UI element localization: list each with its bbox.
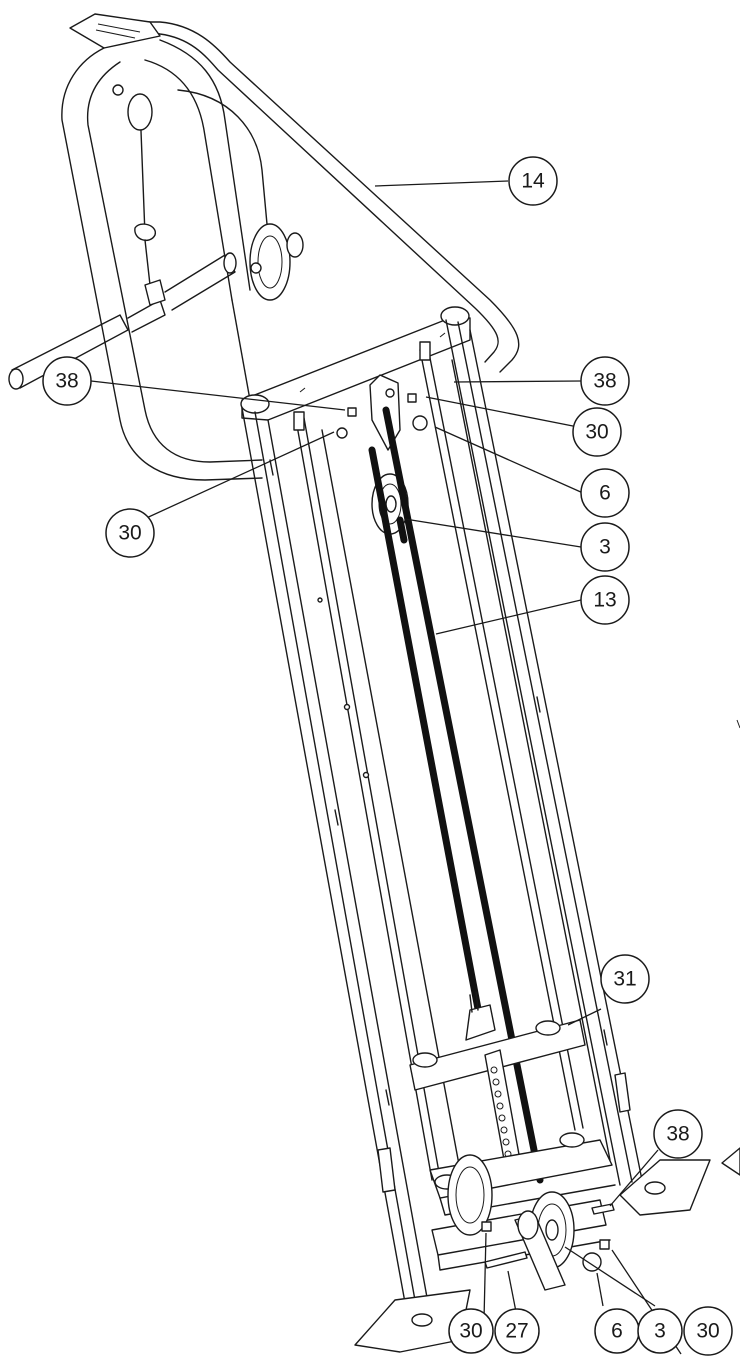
callout-30-left: 30 (105, 508, 155, 558)
callout-label: 38 (666, 1123, 689, 1146)
callout-label: 30 (459, 1320, 482, 1343)
callout-label: 38 (593, 370, 616, 393)
callout-6-bottom: 6 (594, 1308, 640, 1354)
callout-label: 30 (118, 522, 141, 545)
callout-30-bottom-right: 30 (683, 1306, 733, 1356)
callout-38-left: 38 (42, 356, 92, 406)
callout-label: 31 (613, 968, 636, 991)
callout-13: 13 (580, 575, 630, 625)
callout-6-top: 6 (580, 468, 630, 518)
callout-label: 3 (654, 1320, 666, 1343)
callout-label: 6 (611, 1320, 623, 1343)
callout-3-top: 3 (580, 522, 630, 572)
callout-label: 3 (599, 536, 611, 559)
callout-label: 14 (521, 170, 545, 193)
weight-carriage (409, 991, 586, 1166)
leader-lines (90, 180, 682, 1355)
callout-30-right: 30 (572, 407, 622, 457)
callout-3-bottom: 3 (637, 1308, 683, 1354)
callout-label: 30 (585, 421, 608, 444)
callout-label: 6 (599, 482, 611, 505)
callout-31: 31 (600, 954, 650, 1004)
callout-38-bottom: 38 (653, 1109, 703, 1159)
callout-30-bottom-left: 30 (448, 1308, 494, 1354)
callout-38-right: 38 (580, 356, 630, 406)
callout-label: 27 (505, 1320, 528, 1343)
callout-27: 27 (494, 1308, 540, 1354)
callout-label: 13 (593, 589, 616, 612)
callout-label: 38 (55, 370, 78, 393)
callout-label: 30 (696, 1320, 719, 1343)
top-handle-frame (8, 13, 520, 481)
callout-14: 14 (508, 156, 558, 206)
